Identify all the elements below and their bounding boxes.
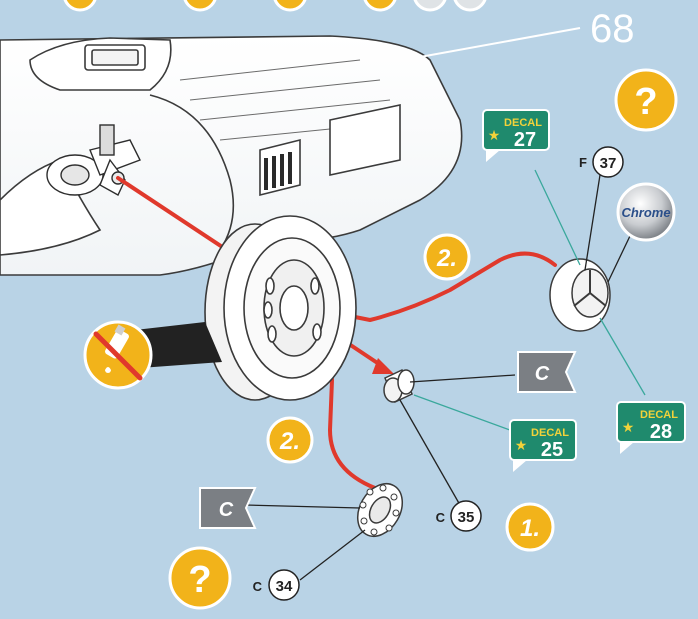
decal-tag: ★ DECAL 28: [617, 402, 685, 454]
step-label: 2.: [279, 428, 300, 455]
page-number: 68: [590, 7, 635, 51]
step-badge: 1.: [507, 504, 553, 550]
decal-number: 28: [650, 421, 672, 443]
paint-code: C: [535, 363, 550, 385]
star-icon: ★: [488, 127, 501, 143]
paint-flag: C: [200, 488, 255, 528]
part-number: 37: [600, 155, 617, 172]
star-icon: ★: [515, 437, 528, 453]
help-badge: ?: [616, 70, 676, 130]
question-mark-icon: ?: [188, 559, 211, 601]
decal-number: 25: [541, 439, 563, 461]
part-group: C: [253, 579, 263, 594]
chrome-label: Chrome: [621, 205, 670, 220]
decal-word: DECAL: [531, 427, 569, 439]
decal-word: DECAL: [640, 409, 678, 421]
step-label: 1.: [520, 515, 540, 542]
wheel: [205, 216, 356, 400]
question-mark-icon: ?: [634, 81, 657, 123]
part-group: F: [579, 155, 587, 170]
part-number: 34: [276, 578, 293, 595]
step-badge: 2.: [425, 235, 469, 279]
decal-number: 27: [514, 129, 536, 151]
previous-step-thumbnails: [64, 0, 486, 10]
step-label: 2.: [436, 245, 457, 272]
spacer-part: [384, 370, 414, 402]
page-number-leader: [420, 28, 580, 57]
step-badge: 2.: [268, 418, 312, 462]
chrome-finish-badge: Chrome: [618, 184, 674, 240]
part-group: C: [436, 510, 446, 525]
decal-tag: ★ DECAL 25: [510, 420, 576, 472]
part-callout: C 34: [253, 570, 299, 600]
decal-word: DECAL: [504, 117, 542, 129]
star-icon: ★: [622, 419, 635, 435]
no-glue-warning: [85, 322, 222, 388]
paint-code: C: [219, 499, 234, 521]
bearing-ring-part: [349, 476, 412, 544]
paint-flag: C: [518, 352, 575, 392]
decal-tag: ★ DECAL 27: [483, 110, 549, 162]
part-callout: C 35: [436, 501, 481, 531]
part-callout: F 37: [579, 147, 623, 177]
part-number: 35: [458, 509, 475, 526]
help-badge: ?: [170, 548, 230, 608]
